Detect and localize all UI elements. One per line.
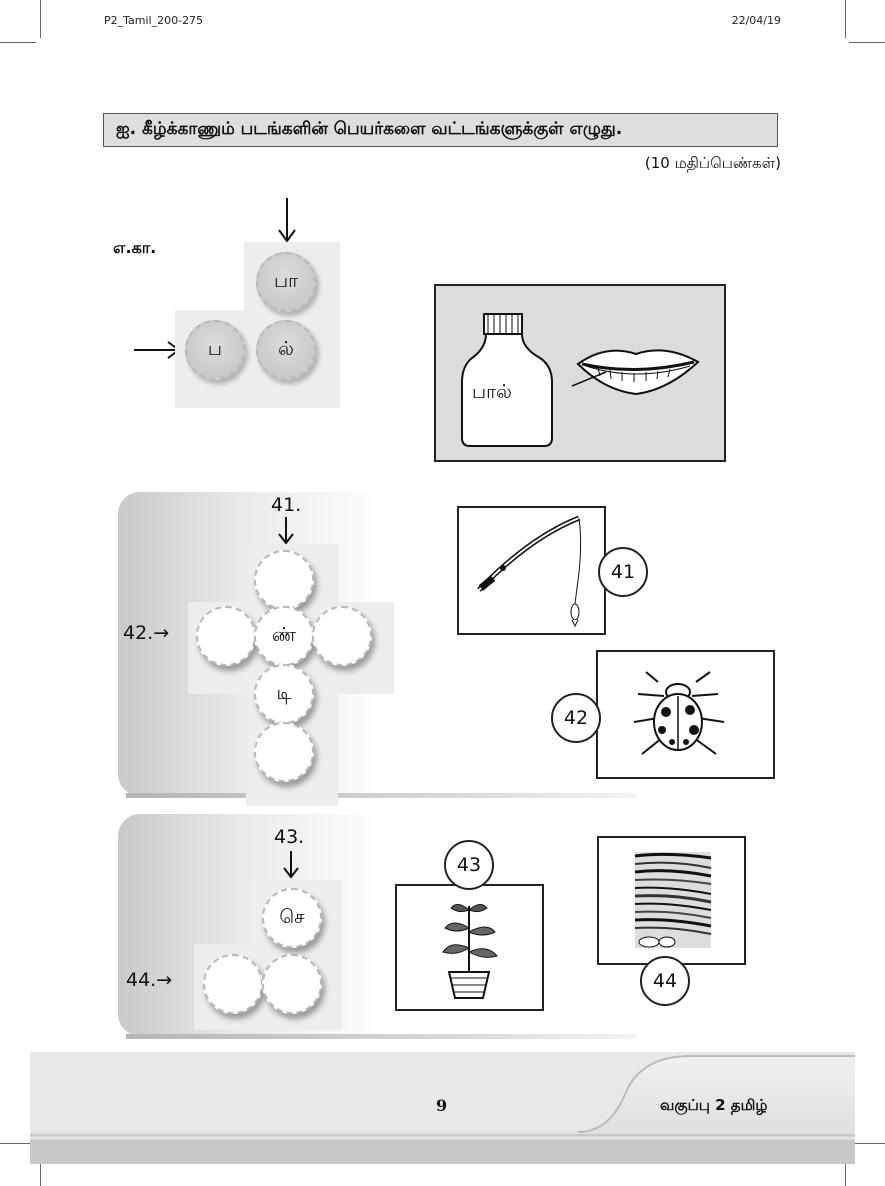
- badge-44: 44: [640, 956, 690, 1006]
- potted-plant-picture: [395, 884, 544, 1011]
- badge-text: 42: [563, 707, 589, 729]
- answer-circle[interactable]: [312, 606, 372, 666]
- crop-mark: [849, 42, 885, 43]
- stacked-papers-icon: [634, 852, 712, 948]
- clue-42-label: 42.→: [123, 622, 170, 644]
- marks-label: (10 மதிப்பெண்கள்): [644, 154, 781, 172]
- example-circle-shared: ல்: [256, 320, 316, 380]
- answer-circle[interactable]: [196, 606, 256, 666]
- page-number: 9: [436, 1096, 448, 1115]
- stack-picture: [597, 836, 746, 965]
- answer-circle[interactable]: [262, 954, 322, 1014]
- clue-41-label: 41.: [271, 494, 302, 516]
- badge-text: 44: [652, 970, 678, 992]
- milk-bottle-and-teeth-icon: பால்: [461, 313, 700, 447]
- crop-mark: [845, 0, 846, 38]
- crop-mark: [0, 1143, 36, 1144]
- badge-text: 41: [610, 561, 636, 583]
- circle-letter: ப: [207, 337, 223, 360]
- file-name: P2_Tamil_200-275: [104, 14, 204, 27]
- badge-text: 43: [456, 854, 482, 876]
- down-arrow-icon: [278, 517, 294, 545]
- example-circle-left: ப: [185, 320, 245, 380]
- footer-band: [30, 1052, 855, 1164]
- crop-mark: [845, 1148, 846, 1186]
- grade-subject: வகுப்பு 2 தமிழ்: [660, 1096, 768, 1114]
- ladybug-icon: [633, 671, 725, 755]
- puzzle1-below-circle: டி: [254, 664, 314, 724]
- answer-circle[interactable]: [254, 722, 314, 782]
- example-circle-top: பா: [256, 252, 316, 312]
- ladybug-picture: [596, 650, 775, 779]
- crop-mark: [40, 0, 41, 38]
- print-date: 22/04/19: [731, 14, 781, 27]
- crop-mark: [0, 42, 36, 43]
- circle-letter: செ: [279, 905, 305, 928]
- badge-41: 41: [598, 547, 648, 597]
- question-instruction: ஐ. கீழ்க்காணும் படங்களின் பெயர்களை வட்டங…: [103, 113, 778, 147]
- potted-plant-icon: [442, 904, 498, 999]
- answer-circle[interactable]: [254, 550, 314, 610]
- puzzle1-center-circle: ண்: [254, 606, 314, 666]
- example-label: எ.கா.: [113, 238, 157, 257]
- panel-shadow: [126, 1034, 636, 1039]
- crop-mark: [849, 1143, 885, 1144]
- answer-circle[interactable]: [203, 954, 263, 1014]
- down-arrow-icon: [278, 198, 296, 243]
- circle-letter: ல்: [278, 337, 294, 360]
- badge-42: 42: [551, 693, 601, 743]
- down-arrow-icon: [283, 851, 299, 879]
- bottle-label: பால்: [472, 381, 512, 403]
- clue-43-label: 43.: [274, 826, 305, 848]
- panel-shadow: [126, 793, 636, 798]
- circle-letter: பா: [273, 269, 299, 292]
- clue-44-label: 44.→: [126, 969, 173, 991]
- fishing-rod-icon: [477, 515, 582, 628]
- fishing-rod-picture: [457, 506, 606, 635]
- puzzle2-top-circle: செ: [262, 888, 322, 948]
- badge-43: 43: [444, 840, 494, 890]
- crop-mark: [40, 1148, 41, 1186]
- circle-letter: ண்: [271, 623, 297, 646]
- example-picture: பால்: [434, 284, 726, 462]
- circle-letter: டி: [276, 681, 292, 704]
